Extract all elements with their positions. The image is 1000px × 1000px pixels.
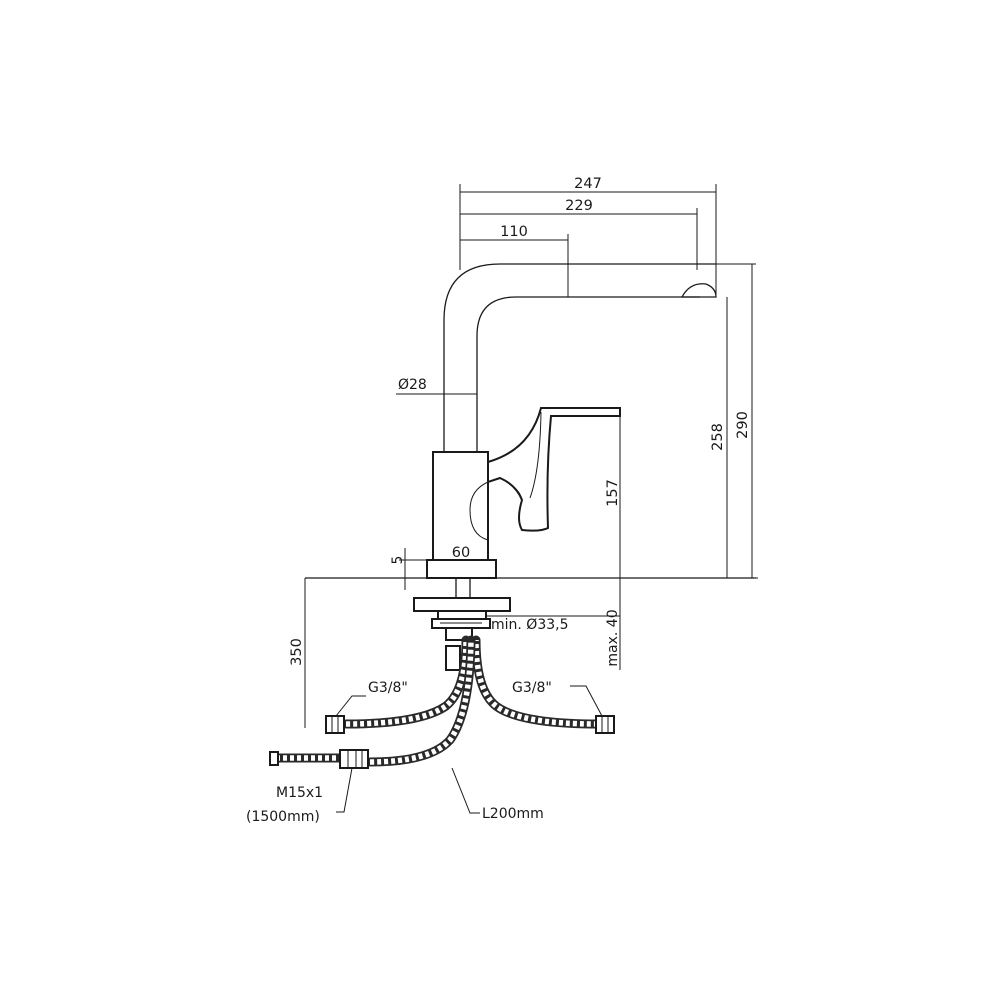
dim-base-thickness: 5 — [390, 556, 406, 565]
dim-spout-reach: 229 — [565, 198, 593, 214]
label-inlet-thread-left: G3/8" — [368, 680, 408, 696]
leader-pull-hose — [336, 767, 353, 813]
hose-fittings — [269, 715, 615, 769]
supply-hoses — [271, 635, 603, 767]
leader-supply-hose — [451, 767, 480, 814]
dim-handle-height: 157 — [605, 479, 621, 507]
dim-hose-drop: 350 — [289, 638, 305, 666]
dim-base-width: 60 — [452, 545, 470, 561]
mounting-hardware — [413, 577, 511, 671]
dim-spout-offset: 110 — [500, 224, 528, 240]
dim-spout-height: 258 — [710, 423, 726, 451]
dim-spout-diameter: Ø28 — [398, 377, 427, 393]
leader-inlet-right — [570, 685, 603, 717]
dim-overall-height: 290 — [735, 411, 751, 439]
top-dimensions — [459, 184, 717, 296]
faucet-body — [426, 407, 621, 579]
label-pull-hose-length: (1500mm) — [246, 809, 320, 825]
label-pull-hose-thread: M15x1 — [276, 785, 323, 801]
leader-inlet-left — [335, 695, 366, 717]
dim-deck-thickness: max. 40 — [605, 609, 621, 666]
dim-hole-diameter: min. Ø33,5 — [491, 617, 569, 633]
label-inlet-thread-right: G3/8" — [512, 680, 552, 696]
label-supply-hose-length: L200mm — [482, 806, 544, 822]
countertop — [304, 577, 756, 728]
dim-overall-reach: 247 — [574, 176, 602, 192]
faucet-spout — [443, 263, 717, 455]
